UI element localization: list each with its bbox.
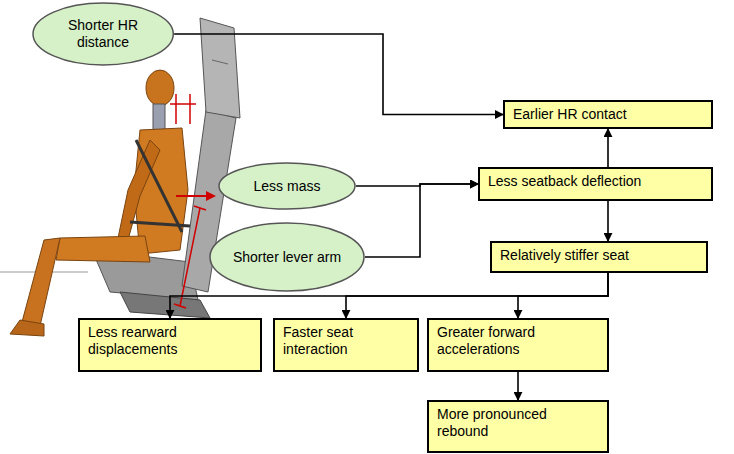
arrow-connector <box>518 273 608 318</box>
dummy-head <box>146 70 174 106</box>
node-text: Less mass <box>254 178 321 195</box>
dummy-thigh <box>56 236 150 262</box>
outcome-box: Less rearward displacements <box>78 318 262 372</box>
node-text: Less seatback deflection <box>488 173 641 190</box>
lever-arm-line <box>180 208 200 306</box>
head-restraint-detail <box>212 60 228 64</box>
node-text: Shorter lever arm <box>233 249 341 266</box>
cause-ellipse: Less mass <box>218 162 356 210</box>
hr-distance-dimension <box>170 103 196 105</box>
lever-arm-tick <box>194 206 206 210</box>
cause-ellipse: Shorter lever arm <box>209 222 365 292</box>
node-text: Relatively stiffer seat <box>500 247 629 264</box>
arrow-connector <box>174 34 503 115</box>
outcome-box: More pronounced rebound <box>427 400 609 453</box>
arrow-connector <box>607 201 609 241</box>
effect-box: Earlier HR contact <box>503 100 713 129</box>
dummy-foot <box>10 320 44 336</box>
ellipse-shape <box>219 163 355 209</box>
effect-box: Relatively stiffer seat <box>490 241 708 273</box>
arrow-connector <box>365 184 478 257</box>
ellipse-shape <box>33 3 173 65</box>
outcome-box: Faster seat interaction <box>273 318 419 372</box>
cause-ellipse: Shorter HR distance <box>32 2 174 66</box>
mass-force-arrowhead <box>206 191 216 201</box>
node-text: Less rearward displacements <box>88 324 252 358</box>
node-text: Shorter HR distance <box>46 17 160 51</box>
dummy-lower-leg <box>22 238 60 326</box>
node-text: Faster seat interaction <box>283 324 409 358</box>
arrow-connector <box>607 129 609 167</box>
hr-distance-mark <box>175 94 177 124</box>
arrow-connector <box>346 273 608 318</box>
dummy-neck <box>153 104 165 130</box>
node-text: Earlier HR contact <box>513 106 627 123</box>
lap-belt <box>130 222 190 226</box>
head-restraint <box>200 18 240 118</box>
effect-box: Less seatback deflection <box>478 167 713 201</box>
mass-force-arrow <box>176 195 210 197</box>
seat-belt <box>136 140 182 232</box>
node-text: More pronounced rebound <box>437 406 599 440</box>
node-text: Greater forward accelerations <box>437 324 599 358</box>
outcome-box: Greater forward accelerations <box>427 318 609 372</box>
hr-distance-mark <box>189 94 191 124</box>
lever-arm-tick <box>174 304 186 308</box>
ellipse-shape <box>210 223 364 291</box>
arrow-connector <box>517 372 519 400</box>
